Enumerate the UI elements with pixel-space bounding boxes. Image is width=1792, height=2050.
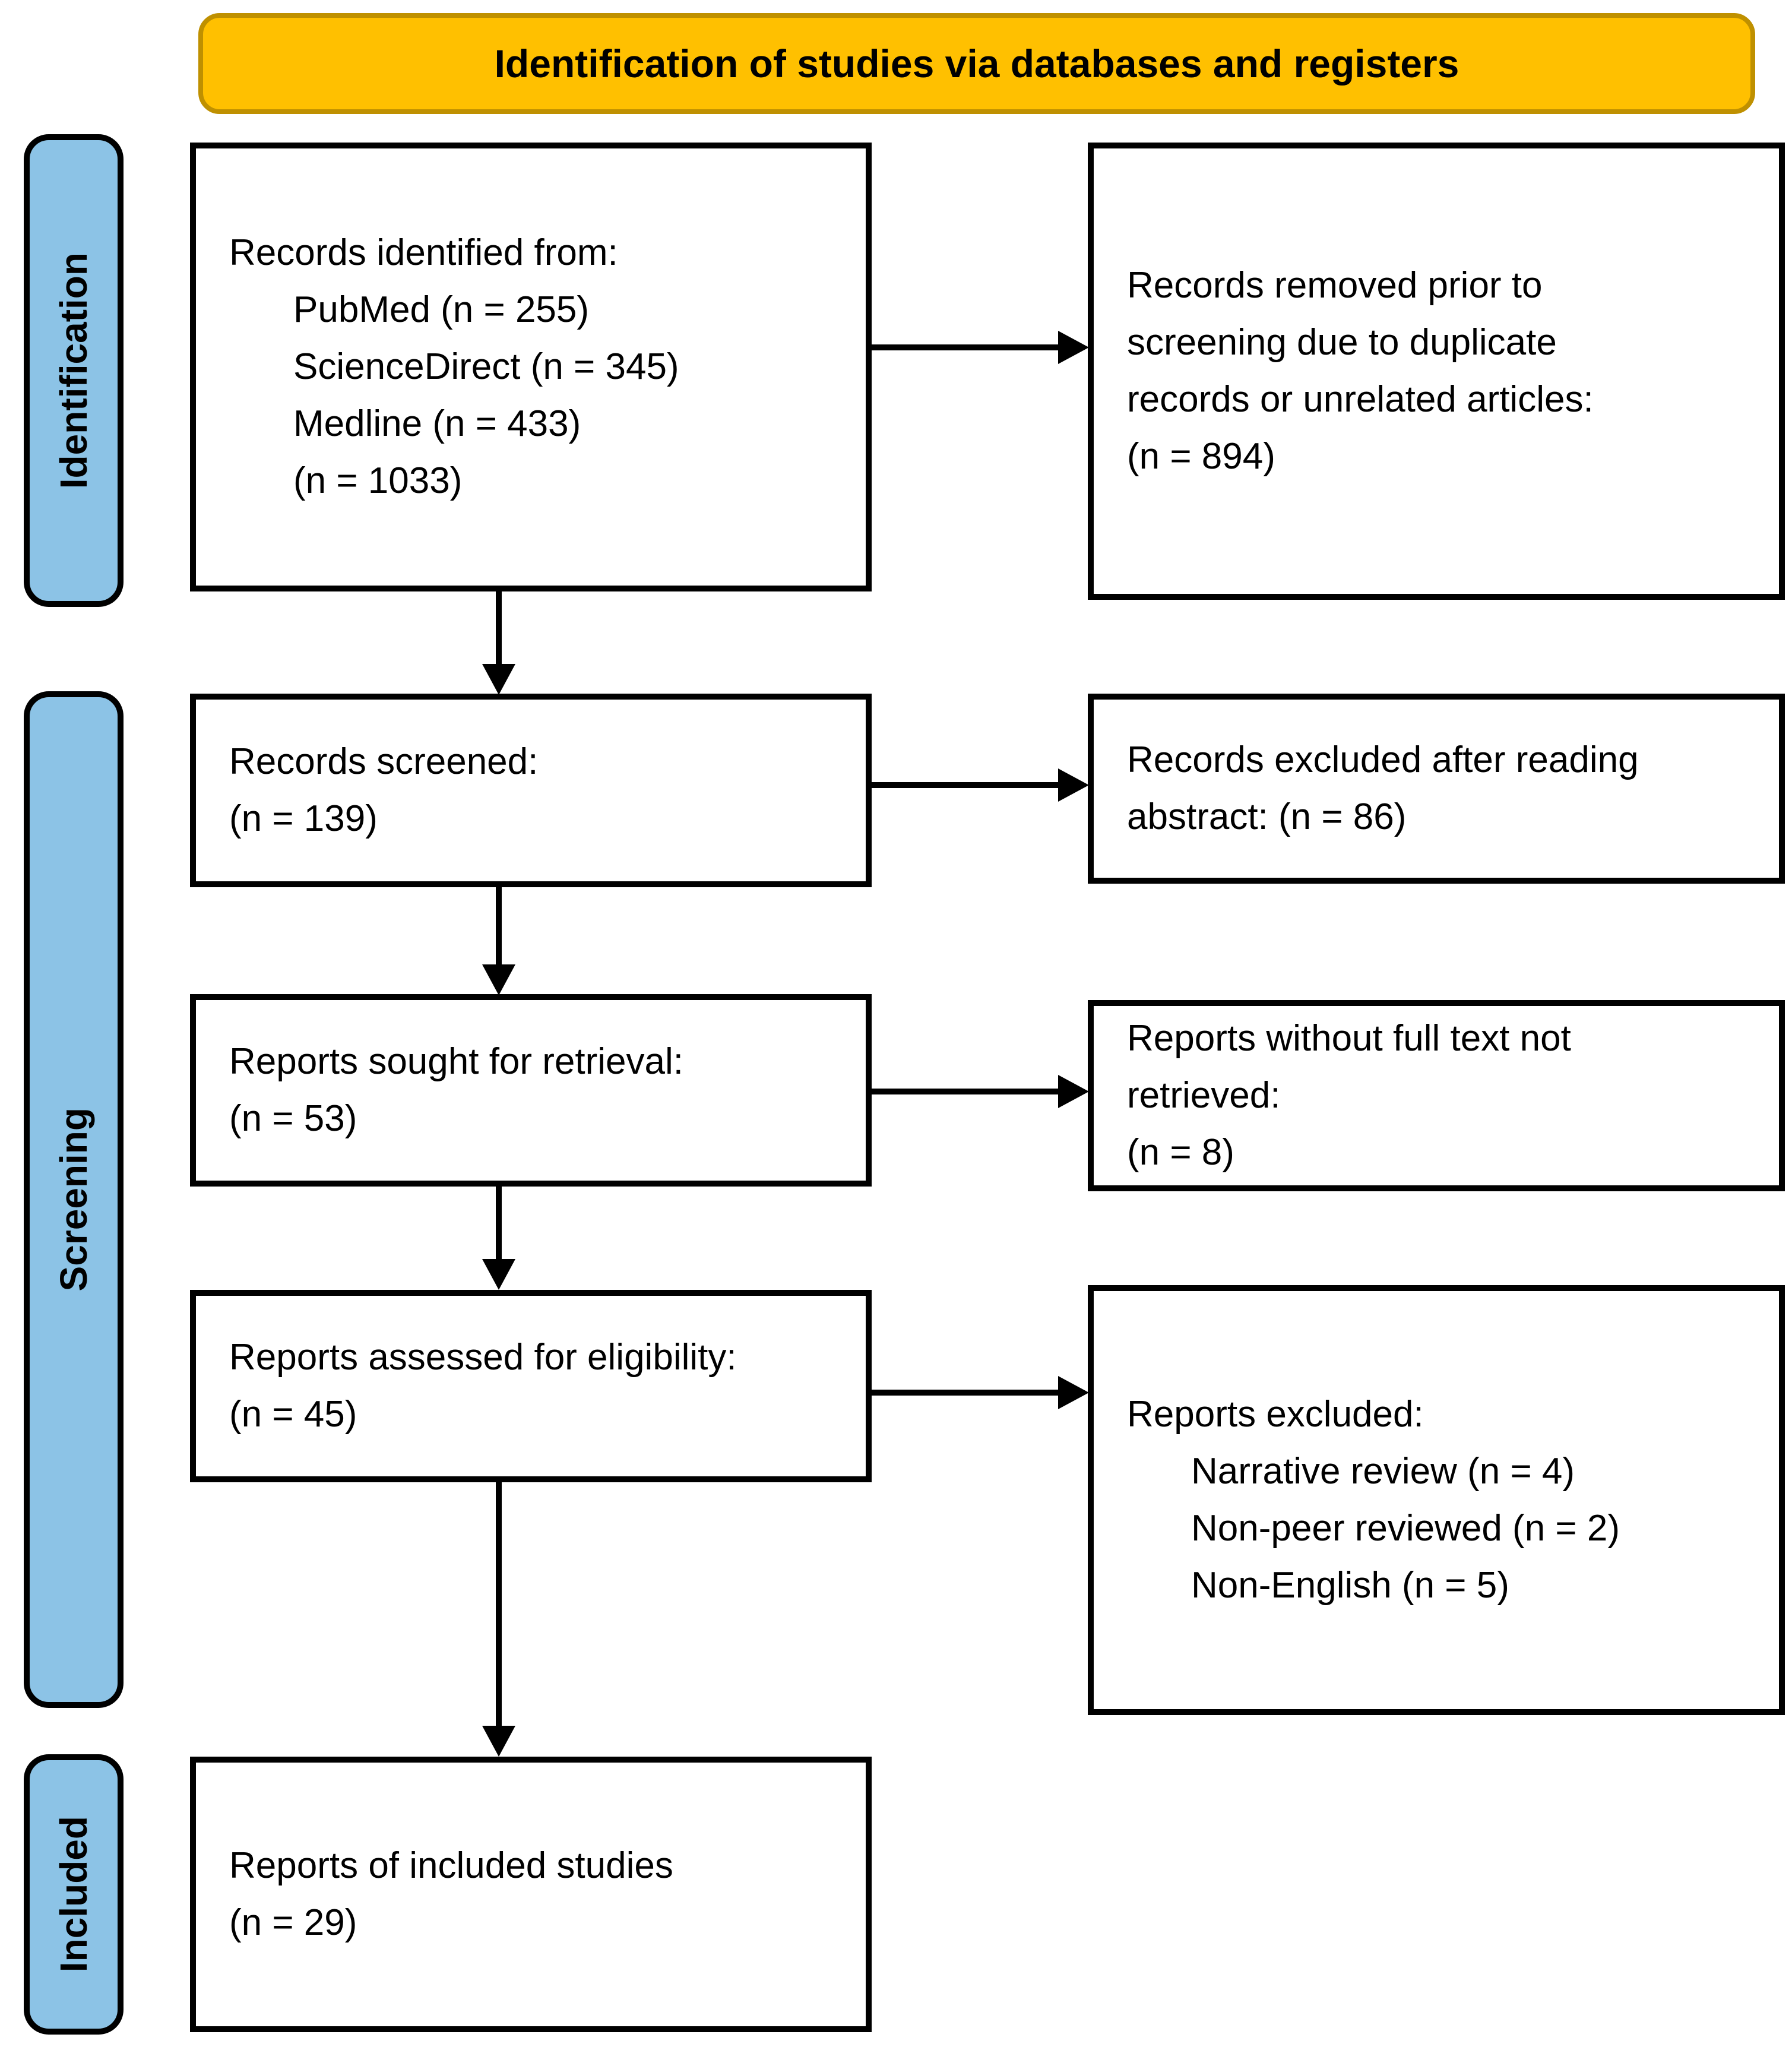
text-line: Reports sought for retrieval: [229, 1041, 684, 1082]
arrowhead-right-icon [1058, 1376, 1089, 1409]
arrow-identified-to-screened [496, 591, 502, 665]
text-line: Records identified from: [229, 232, 618, 273]
stage-screening: Screening [24, 691, 124, 1708]
text-line: Reports assessed for eligibility: [229, 1337, 737, 1378]
text-line: (n = 1033) [293, 460, 463, 501]
box-records-screened: Records screened: (n = 139) [190, 694, 872, 887]
text-line: Non-peer reviewed (n = 2) [1191, 1508, 1620, 1549]
box-reports-included: Reports of included studies (n = 29) [190, 1757, 872, 2032]
stage-screening-label: Screening [52, 1108, 95, 1292]
arrow-identified-to-removed [872, 344, 1058, 350]
text-line: retrieved: [1127, 1075, 1281, 1116]
banner: Identification of studies via databases … [198, 13, 1755, 114]
text-line: Narrative review (n = 4) [1191, 1451, 1575, 1492]
text-line: Non-English (n = 5) [1191, 1565, 1509, 1606]
box-reports-excluded: Reports excluded: Narrative review (n = … [1088, 1285, 1785, 1715]
text-line: Records excluded after reading [1127, 739, 1639, 780]
arrow-sought-to-assessed [496, 1187, 502, 1260]
box-records-identified: Records identified from: PubMed (n = 255… [190, 143, 872, 591]
arrowhead-down-icon [482, 1259, 515, 1290]
arrow-assessed-to-included [496, 1482, 502, 1727]
text-line: Reports without full text not [1127, 1018, 1571, 1059]
arrow-screened-to-excluded [872, 782, 1058, 788]
stage-identification: Identification [24, 134, 124, 607]
text-line: Medline (n = 433) [293, 403, 581, 444]
arrowhead-down-icon [482, 964, 515, 995]
box-records-removed: Records removed prior to screening due t… [1088, 143, 1785, 600]
arrow-sought-to-not-retrieved [872, 1089, 1058, 1094]
arrowhead-right-icon [1058, 1075, 1089, 1108]
text-line: (n = 8) [1127, 1132, 1234, 1173]
box-reports-not-retrieved: Reports without full text not retrieved:… [1088, 1000, 1785, 1191]
text-line: Records screened: [229, 741, 539, 782]
text-line: abstract: (n = 86) [1127, 796, 1407, 837]
arrow-assessed-to-reports-excluded [872, 1390, 1058, 1396]
arrowhead-right-icon [1058, 331, 1089, 364]
text-line: Records removed prior to [1127, 265, 1543, 306]
text-line: (n = 894) [1127, 436, 1275, 477]
stage-included-label: Included [52, 1816, 95, 1973]
text-line: (n = 139) [229, 798, 378, 839]
text-line: (n = 45) [229, 1394, 357, 1435]
box-reports-sought: Reports sought for retrieval: (n = 53) [190, 994, 872, 1187]
stage-included: Included [24, 1754, 124, 2035]
text-line: PubMed (n = 255) [293, 289, 590, 330]
text-line: screening due to duplicate [1127, 322, 1557, 363]
stage-identification-label: Identification [52, 252, 95, 489]
arrowhead-down-icon [482, 664, 515, 695]
banner-title: Identification of studies via databases … [494, 42, 1459, 86]
text-line: records or unrelated articles: [1127, 379, 1594, 420]
arrowhead-down-icon [482, 1726, 515, 1757]
arrow-screened-to-sought [496, 887, 502, 966]
arrowhead-right-icon [1058, 768, 1089, 802]
text-line: ScienceDirect (n = 345) [293, 346, 679, 387]
text-line: Reports excluded: [1127, 1394, 1424, 1435]
text-line: (n = 29) [229, 1902, 357, 1943]
text-line: (n = 53) [229, 1098, 357, 1139]
box-records-excluded-abstract: Records excluded after reading abstract:… [1088, 694, 1785, 884]
text-line: Reports of included studies [229, 1845, 673, 1886]
box-reports-assessed: Reports assessed for eligibility: (n = 4… [190, 1290, 872, 1482]
